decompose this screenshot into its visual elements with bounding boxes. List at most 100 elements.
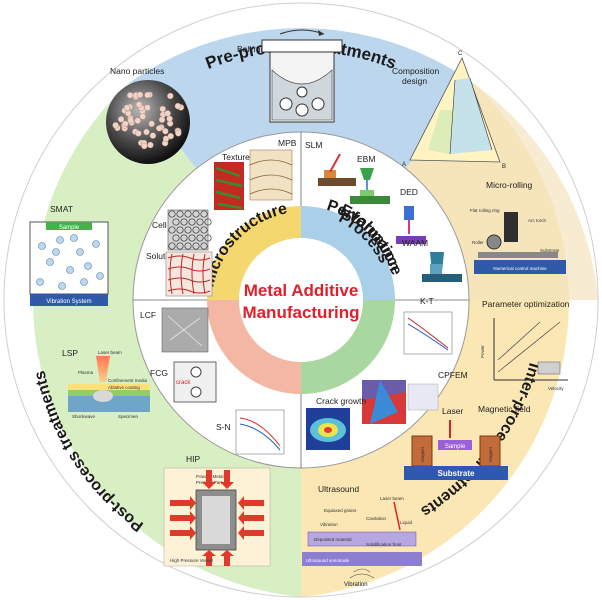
svg-text:Laser beam: Laser beam — [98, 350, 122, 355]
smat-illustration: SMAT Sample Vibration System — [29, 204, 109, 306]
nano-particle — [166, 115, 173, 123]
cell-structure — [180, 234, 188, 242]
solute-boundary — [167, 277, 211, 283]
nano-particle — [134, 117, 141, 124]
nano-particle — [135, 130, 142, 137]
nano-particle — [164, 110, 171, 117]
nano-particles-label: Nano particles — [110, 66, 164, 76]
cell-structure — [200, 210, 208, 218]
ultrasound-illustration: Ultrasound Laser beam Equiaxed grains Ca… — [302, 484, 422, 588]
solute-boundary — [169, 253, 173, 295]
pressure-arrow — [238, 496, 264, 510]
nano-particle — [112, 122, 119, 129]
laser-label: Laser — [442, 406, 463, 416]
svg-text:Substrate: Substrate — [438, 469, 475, 478]
center-title-line2: Manufacturing — [242, 303, 359, 322]
nano-particle — [174, 102, 182, 110]
svg-text:B: B — [502, 164, 506, 170]
solute-boundary — [180, 253, 184, 295]
micro-rolling-illustration: Micro-rolling Flat rolling ring Arc torc… — [470, 180, 566, 274]
inner-ring — [207, 206, 395, 394]
svg-text:Substrate: Substrate — [540, 248, 560, 253]
solute-boundary — [191, 253, 195, 295]
cpfem-label: CPFEM — [438, 370, 468, 380]
crack-label: crack — [176, 380, 191, 386]
nano-particle — [127, 117, 135, 124]
kt-label: K-T — [420, 296, 434, 306]
cell-structure — [196, 234, 204, 242]
pressure-arrow — [220, 470, 234, 489]
sn-label: S-N — [216, 422, 231, 432]
nano-particle — [155, 125, 163, 132]
shot-ball — [36, 278, 44, 286]
waam-label: WAAM — [402, 238, 428, 248]
shot-ball — [58, 282, 66, 290]
ebm-label: EBM — [357, 154, 375, 164]
evaluation-quadrant: K-T CPFEM Crack growth — [306, 296, 468, 450]
svg-text:Sample: Sample — [59, 225, 80, 231]
cell-structure — [168, 226, 176, 234]
svg-text:Shockwave: Shockwave — [72, 414, 96, 419]
shot-ball — [96, 272, 104, 280]
nano-particle — [117, 116, 125, 123]
process-band — [301, 206, 395, 300]
evaluation-band — [301, 300, 395, 394]
cell-structure — [196, 218, 204, 226]
cell-structure — [188, 234, 196, 242]
cell-structure — [176, 210, 184, 218]
nano-particle — [143, 128, 150, 136]
svg-text:Magnet: Magnet — [420, 446, 425, 462]
shot-ball — [92, 240, 100, 248]
nano-particle — [123, 104, 131, 111]
parameter-optimization-illustration: Parameter optimization Power Velocity — [480, 299, 570, 391]
svg-text:Equiaxed grains: Equiaxed grains — [324, 508, 357, 513]
nano-particle — [162, 127, 169, 135]
shot-ball — [38, 242, 46, 250]
cell-structure — [192, 242, 200, 250]
nano-particles-illustration: Nano particles — [106, 66, 190, 164]
cell-structure — [176, 226, 184, 234]
shot-ball — [56, 236, 64, 244]
cell-structure — [168, 242, 176, 250]
shot-ball — [76, 248, 84, 256]
svg-text:Ablative coating: Ablative coating — [108, 385, 140, 390]
ball-milling-label: Ball milling — [237, 44, 278, 54]
svg-text:Plasma: Plasma — [78, 370, 94, 375]
pressure-arrow — [202, 470, 216, 489]
microstructure-quadrant: MPB Texture Cell Solute — [146, 138, 297, 297]
cell-structure — [184, 226, 192, 234]
solute-label: Solute — [146, 251, 170, 261]
shot-ball — [84, 262, 92, 270]
cell-structure — [204, 218, 212, 226]
svg-text:Magnet: Magnet — [488, 446, 493, 462]
cell-structure — [180, 218, 188, 226]
crack-growth-label: Crack growth — [316, 396, 366, 406]
nano-particle — [139, 113, 146, 120]
fcg-label: FCG — [150, 368, 168, 378]
nano-particle — [175, 130, 182, 137]
ded-label: DED — [400, 187, 418, 197]
pressure-arrow — [170, 496, 196, 510]
cell-structure — [176, 242, 184, 250]
texture-label: Texture — [222, 152, 250, 162]
nano-particle — [147, 141, 154, 149]
process-quadrant: SLM EBM DED WAAM — [305, 140, 462, 282]
svg-text:Laser beam: Laser beam — [380, 496, 404, 501]
pressure-arrow — [238, 511, 264, 525]
nano-particle — [167, 92, 174, 100]
svg-text:Cavitation: Cavitation — [366, 516, 387, 521]
hip-label: HIP — [186, 454, 201, 464]
composition-design-illustration: Composition design C A B — [392, 51, 506, 170]
pressure-arrow — [238, 526, 264, 540]
svg-text:Specimen: Specimen — [118, 414, 139, 419]
svg-text:A: A — [402, 162, 406, 168]
composition-design-label-1: Composition — [392, 66, 440, 76]
svg-text:Power: Power — [480, 345, 485, 358]
smat-label: SMAT — [50, 204, 73, 214]
shot-ball — [66, 266, 74, 274]
cell-structure — [188, 218, 196, 226]
nano-particle — [136, 91, 144, 99]
microstructure-band — [207, 206, 301, 300]
cell-label: Cell — [152, 220, 167, 230]
